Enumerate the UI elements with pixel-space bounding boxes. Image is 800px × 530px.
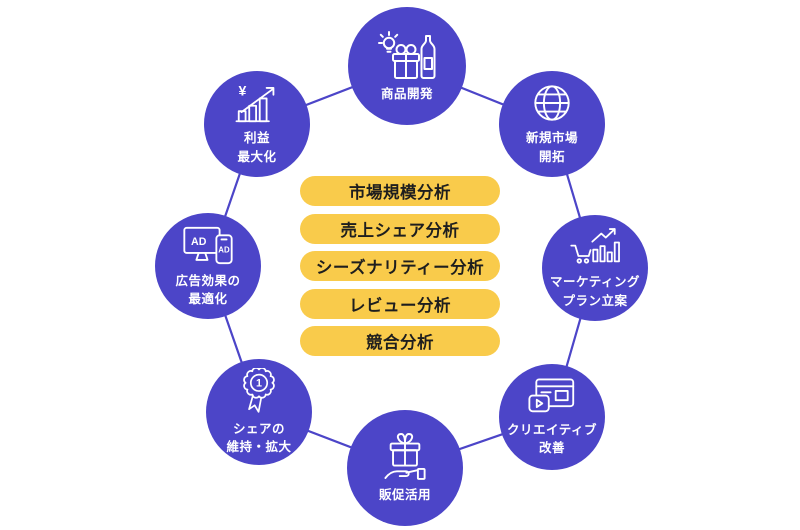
- phone-ad-text: AD: [218, 245, 230, 254]
- node-creative-improvement: クリエイティブ 改善: [499, 364, 605, 470]
- creative-video-icon: [528, 377, 576, 416]
- pill-label: 売上シェア分析: [340, 221, 460, 240]
- node-label-line: 最大化: [237, 149, 277, 164]
- pill-label: 市場規模分析: [349, 184, 451, 202]
- node-label-line: クリエイティブ: [506, 422, 597, 437]
- node-profit-maximization: ¥ 利益 最大化: [204, 71, 310, 177]
- node-label: 商品開発: [381, 85, 433, 103]
- node-label-line: 維持・拡大: [226, 440, 292, 454]
- node-label-line: 利益: [243, 131, 270, 146]
- node-new-market: 新規市場 開拓: [499, 71, 605, 177]
- node-label-line: 開拓: [538, 149, 565, 164]
- node-label: 広告効果の 最適化: [175, 272, 240, 308]
- pill-seasonality-analysis: シーズナリティー分析: [300, 251, 500, 281]
- pill-sales-share-analysis: 売上シェア分析: [300, 213, 500, 244]
- monitor-ad-text: AD: [191, 236, 207, 248]
- node-marketing-plan: マーケティング プラン立案: [542, 215, 648, 321]
- node-share-growth: 1 シェアの 維持・拡大: [206, 359, 312, 465]
- node-label-line: 最適化: [188, 292, 228, 306]
- node-label: クリエイティブ 改善: [507, 421, 597, 457]
- pill-review-analysis: レビュー分析: [300, 288, 500, 319]
- ad-devices-icon: AD AD: [182, 224, 234, 267]
- node-label-line: 商品開発: [380, 87, 433, 102]
- node-label: 利益 最大化: [237, 129, 276, 165]
- pill-label: 競合分析: [366, 334, 434, 352]
- node-label-line: 販促活用: [378, 488, 431, 503]
- yen-symbol: ¥: [238, 83, 246, 99]
- node-label-line: 広告効果の: [175, 273, 241, 288]
- node-sales-promotion: 販促活用: [347, 410, 463, 526]
- node-label: 新規市場 開拓: [526, 129, 578, 165]
- award-badge-icon: 1: [240, 367, 278, 415]
- gift-hand-icon: [383, 431, 427, 481]
- product-development-icon: [376, 28, 438, 80]
- pill-label: レビュー分析: [349, 296, 451, 315]
- node-label-line: シェアの: [232, 421, 285, 436]
- yen-chart-icon: ¥: [234, 82, 280, 124]
- node-label: 販促活用: [379, 486, 431, 504]
- pill-market-size-analysis: 市場規模分析: [300, 176, 500, 206]
- node-label-line: プラン立案: [562, 293, 628, 308]
- marketing-chart-icon: [569, 226, 621, 268]
- node-label-line: マーケティング: [549, 275, 640, 290]
- globe-icon: [531, 82, 573, 124]
- award-number: 1: [256, 378, 262, 390]
- node-label: シェアの 維持・拡大: [226, 420, 291, 456]
- node-label: マーケティング プラン立案: [550, 273, 640, 309]
- node-label-line: 改善: [538, 441, 565, 455]
- node-label-line: 新規市場: [525, 131, 578, 146]
- node-ad-optimization: AD AD 広告効果の 最適化: [155, 213, 261, 319]
- analysis-pill-list: 市場規模分析 売上シェア分析 シーズナリティー分析 レビュー分析 競合分析: [300, 176, 500, 356]
- pill-competitor-analysis: 競合分析: [300, 326, 500, 356]
- node-product-development: 商品開発: [348, 7, 466, 125]
- pill-label: シーズナリティー分析: [315, 259, 485, 277]
